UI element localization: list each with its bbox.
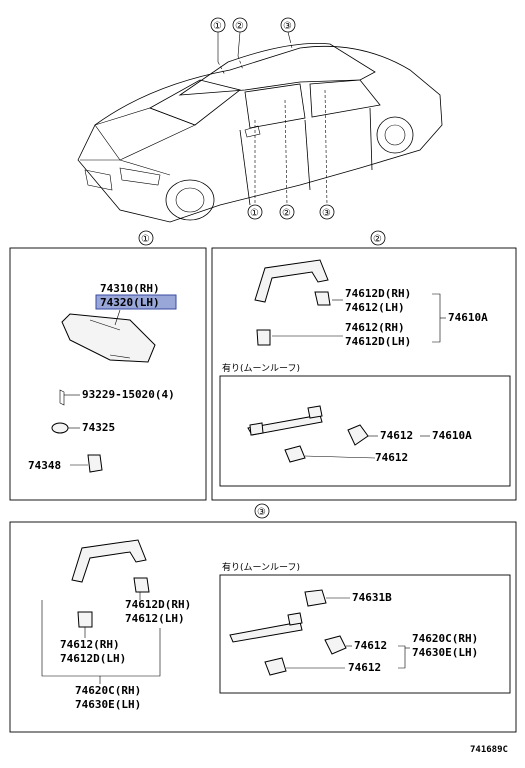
- assy-2a-74610a[interactable]: 74610A: [448, 311, 488, 324]
- assy-2b-74610a[interactable]: 74610A: [432, 429, 472, 442]
- sun-visor-part: [61, 313, 156, 363]
- callout-circle-2-bottom: [279, 204, 295, 220]
- callout-circle-1-bottom: [247, 204, 263, 220]
- part-93229-15020[interactable]: 93229-15020(4): [82, 388, 175, 401]
- moonroof-frame-3: [219, 574, 511, 694]
- part-2a-74612d-lh[interactable]: 74612D(LH): [345, 335, 411, 348]
- part-3b-74631b[interactable]: 74631B: [352, 591, 392, 604]
- section-1-frame: [9, 247, 207, 501]
- callout-1-top: ①: [213, 21, 222, 32]
- assy-3b-74630e-lh[interactable]: 74630E(LH): [412, 646, 478, 659]
- section-2: ② 74612D(RH) 74612(LH) 74612(RH) 74612D(…: [211, 230, 517, 501]
- part-2a-74612-lh[interactable]: 74612(LH): [345, 301, 405, 314]
- section-3-frame: [9, 521, 517, 733]
- callout-circle-3-bottom: [319, 204, 335, 220]
- part-3b-74612-a[interactable]: 74612: [354, 639, 387, 652]
- assy-3a-74620c-rh[interactable]: 74620C(RH): [75, 684, 141, 697]
- part-74320-lh[interactable]: 74320(LH): [100, 296, 160, 309]
- section-3: ③ 74612D(RH) 74612(LH) 74612(RH) 74612D(…: [9, 503, 517, 733]
- callout-2-bottom: ②: [282, 208, 291, 219]
- part-3a-74612d-lh[interactable]: 74612D(LH): [60, 652, 126, 665]
- callout-2-top: ②: [235, 21, 244, 32]
- assist-grip-upper: [254, 259, 329, 303]
- section-1: ① 74310(RH) 74320(LH) 93229-15020(4) 743…: [9, 230, 207, 501]
- moonroof-label-3: 有り(ムーンルーフ): [222, 561, 300, 573]
- assy-3a-74630e-lh[interactable]: 74630E(LH): [75, 698, 141, 711]
- car-illustration: ① ② ③ ① ② ③: [77, 17, 443, 223]
- part-2b-74612-a[interactable]: 74612: [380, 429, 413, 442]
- part-3a-74612-lh[interactable]: 74612(LH): [125, 612, 185, 625]
- part-3a-74612d-rh[interactable]: 74612D(RH): [125, 598, 191, 611]
- section-2-callout: ②: [373, 234, 382, 245]
- section-1-callout: ①: [141, 234, 150, 245]
- part-2a-74612-rh[interactable]: 74612(RH): [345, 321, 405, 334]
- part-74310-rh[interactable]: 74310(RH): [100, 282, 160, 295]
- footer-code: 741689C: [470, 745, 508, 755]
- callout-3-bottom: ③: [322, 208, 331, 219]
- moonroof-label-2: 有り(ムーンルーフ): [222, 362, 300, 374]
- part-3a-74612-rh[interactable]: 74612(RH): [60, 638, 120, 651]
- moonroof-frame-2: [219, 375, 511, 487]
- part-74325[interactable]: 74325: [82, 421, 115, 434]
- assist-grip-section3: [71, 539, 147, 583]
- callout-1-bottom: ①: [250, 208, 259, 219]
- part-74348[interactable]: 74348: [28, 459, 61, 472]
- section-2-frame: [211, 247, 517, 501]
- part-2b-74612-b[interactable]: 74612: [375, 451, 408, 464]
- part-3b-74612-b[interactable]: 74612: [348, 661, 381, 674]
- assy-3b-74620c-rh[interactable]: 74620C(RH): [412, 632, 478, 645]
- part-2a-74612d-rh[interactable]: 74612D(RH): [345, 287, 411, 300]
- callout-3-top: ③: [283, 21, 292, 32]
- section-3-callout: ③: [257, 507, 266, 518]
- highlight-box: [95, 294, 177, 310]
